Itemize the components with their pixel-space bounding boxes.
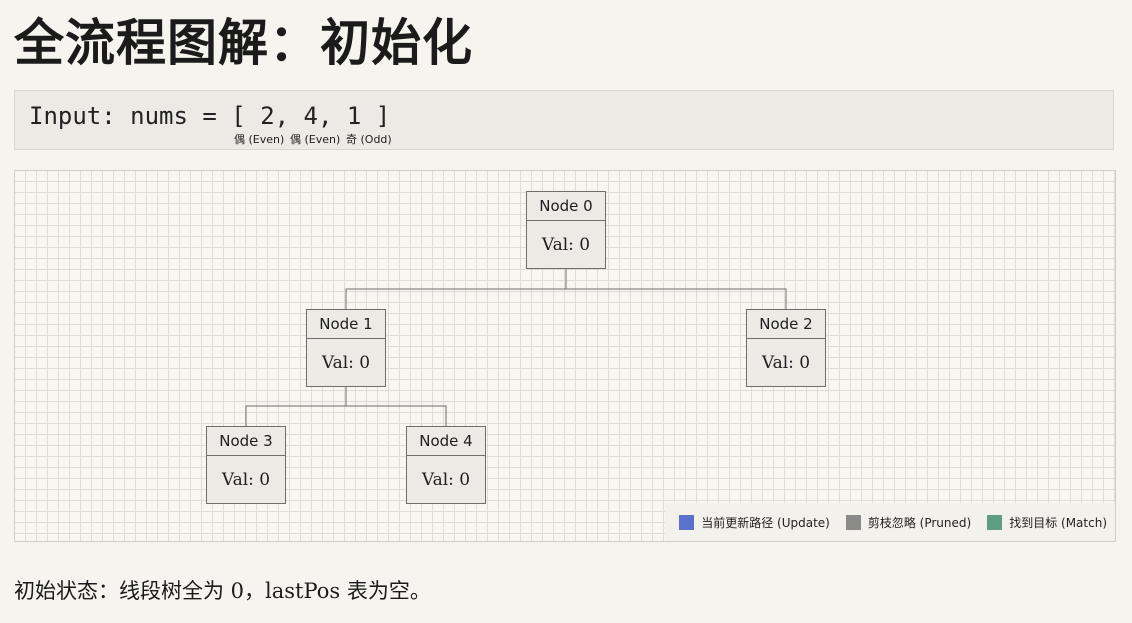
node-value: Val: 0	[421, 470, 471, 490]
edge-node1-node3	[245, 386, 347, 426]
pruned-swatch-icon	[845, 514, 861, 530]
input-array-text: Input: nums = [ 2, 4, 1 ]	[29, 102, 391, 130]
tree-node-3[interactable]: Node 3 Val: 0	[206, 426, 286, 504]
legend: 当前更新路径 (Update) 剪枝忽略 (Pruned) 找到目标 (Matc…	[665, 503, 1115, 541]
tree-connectors	[245, 269, 787, 426]
legend-item-pruned: 剪枝忽略 (Pruned)	[845, 514, 972, 531]
node-value: Val: 0	[761, 353, 811, 373]
node-label: Node 2	[747, 310, 825, 339]
input-panel: Input: nums = [ 2, 4, 1 ] 偶 (Even) 偶 (Ev…	[14, 90, 1114, 150]
parity-label-1: 偶 (Even)	[290, 133, 341, 146]
segment-tree-diagram: Node 0 Val: 0 Node 1 Val: 0 Node 2 Val: …	[14, 170, 1116, 542]
match-swatch-icon	[987, 514, 1003, 530]
legend-label: 当前更新路径 (Update)	[701, 515, 830, 530]
page-title: 全流程图解：初始化	[14, 14, 473, 72]
edge-node1-node4	[346, 405, 447, 426]
node-value: Val: 0	[221, 470, 271, 490]
tree-node-4[interactable]: Node 4 Val: 0	[406, 426, 486, 504]
node-value: Val: 0	[541, 235, 591, 255]
legend-item-match: 找到目标 (Match)	[987, 514, 1107, 531]
update-swatch-icon	[679, 514, 695, 530]
node-label: Node 0	[527, 192, 605, 221]
tree-node-1[interactable]: Node 1 Val: 0	[306, 309, 386, 387]
node-label: Node 4	[407, 427, 485, 456]
node-value: Val: 0	[321, 353, 371, 373]
parity-label-0: 偶 (Even)	[234, 133, 285, 146]
parity-label-2: 奇 (Odd)	[346, 133, 392, 146]
node-label: Node 1	[307, 310, 385, 339]
node-label: Node 3	[207, 427, 285, 456]
legend-label: 找到目标 (Match)	[1009, 515, 1107, 530]
edge-node0-node1	[345, 269, 567, 309]
legend-label: 剪枝忽略 (Pruned)	[867, 515, 972, 530]
legend-item-update: 当前更新路径 (Update)	[679, 514, 830, 531]
tree-node-2[interactable]: Node 2 Val: 0	[746, 309, 826, 387]
status-caption: 初始状态：线段树全为 0，lastPos 表为空。	[14, 579, 431, 603]
edge-node0-node2	[566, 288, 787, 309]
tree-node-0[interactable]: Node 0 Val: 0	[526, 191, 606, 269]
